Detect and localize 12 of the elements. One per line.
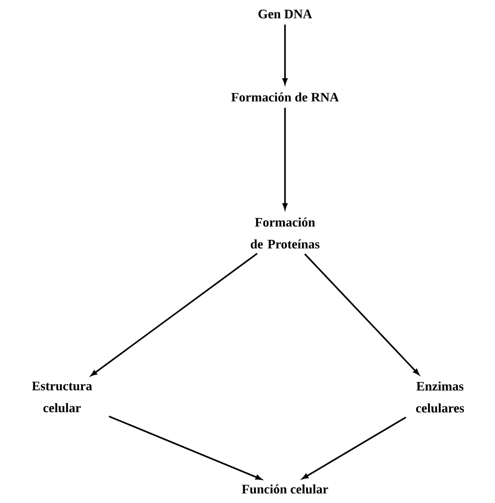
arrow [108, 416, 262, 480]
arrow [90, 252, 258, 376]
text-label: Estructura celular [32, 382, 92, 412]
arrow [302, 416, 406, 480]
arrow [282, 24, 288, 84]
text-label: Función celular [242, 484, 328, 494]
arrow [282, 108, 288, 210]
text-label: Enzimas celulares [416, 381, 464, 413]
text-label: Formación de Proteínas [250, 217, 320, 249]
text-label: Gen DNA [258, 10, 312, 18]
text-label: Formación de RNA [231, 92, 339, 102]
arrow [304, 253, 420, 375]
